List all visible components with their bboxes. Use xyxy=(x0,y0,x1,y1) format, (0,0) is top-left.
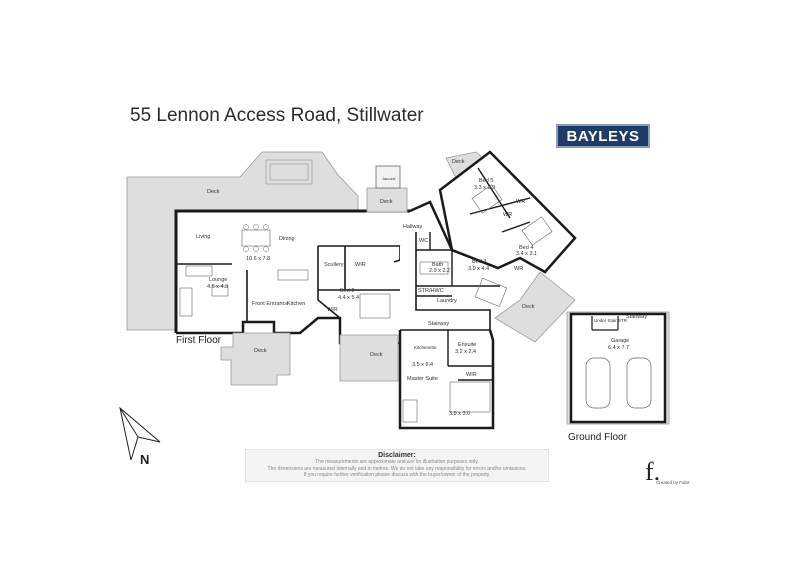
jacuzzi xyxy=(375,165,401,189)
master-wing-walls xyxy=(398,329,495,430)
label-dining: Dining xyxy=(279,236,295,242)
label-scullery: Scullery xyxy=(324,262,344,268)
car-right xyxy=(626,357,652,409)
label-deck-top: Deck xyxy=(207,189,220,195)
label-ensuite-size: 3.2 x 2.4 xyxy=(455,349,476,355)
jacuzzi-deck xyxy=(366,187,408,213)
label-kitchenette: Kitchenette xyxy=(414,345,437,350)
label-dining-size: 10.6 x 7.8 xyxy=(246,256,270,262)
label-master-size: 3.5 x 6.4 xyxy=(412,362,433,368)
label-str-hwc: STR/HWC xyxy=(418,288,444,294)
mid-deck xyxy=(339,334,399,382)
label-bed3-size: 3.9 x 4.4 xyxy=(468,266,489,272)
living-wing-walls xyxy=(174,209,410,333)
page-title: 55 Lennon Access Road, Stillwater xyxy=(130,105,424,126)
label-bed4-size: 3.4 x 3.1 xyxy=(516,251,537,257)
disclaimer-heading: Disclaimer: xyxy=(378,452,416,459)
label-master-suite: Master Suite xyxy=(407,376,438,382)
label-kitchen: Kitchen xyxy=(287,301,305,307)
label-wc: WC xyxy=(419,238,428,244)
disclaimer-line: If you require further verification plea… xyxy=(303,472,491,478)
car-left xyxy=(585,357,611,409)
label-jacuzzi: Jacuzzi xyxy=(382,176,395,181)
disclaimer-line: The measurements are approximate and are… xyxy=(315,459,479,465)
deck-area-top xyxy=(126,151,359,331)
fabit-logo: f. xyxy=(645,457,661,486)
label-bed5: Bed 5 xyxy=(479,178,493,184)
disclaimer-line: The dimensions are measured internally a… xyxy=(267,465,527,472)
label-lounge: Lounge xyxy=(209,277,227,283)
north-label: N xyxy=(140,452,150,467)
label-stairway-ground: Stairway xyxy=(626,314,647,320)
label-garage: Garage xyxy=(611,338,629,344)
label-laundry: Laundry xyxy=(437,298,457,304)
label-front-entrance: Front Entrance xyxy=(252,301,288,307)
label-ground-floor: Ground Floor xyxy=(568,432,628,443)
disclaimer-box: Disclaimer: The measurements are approxi… xyxy=(245,449,549,482)
label-living: Living xyxy=(196,234,210,240)
logo-text: BAYLEYS xyxy=(566,127,640,145)
label-wr3: WR xyxy=(514,266,523,272)
label-deck-front: Deck xyxy=(254,348,267,354)
label-garage-size: 6.4 x 7.7 xyxy=(608,345,629,351)
label-stairway-first: Stairway xyxy=(428,321,449,327)
label-bath-size: 2.9 x 2.2 xyxy=(429,268,450,274)
label-master-lower-size: 3.9 x 3.0 xyxy=(449,411,470,417)
label-wr2: WR xyxy=(503,212,512,218)
label-bed3: Bed 3 xyxy=(472,259,486,265)
label-bed4: Bed 4 xyxy=(519,245,533,251)
label-deck-jacuzzi: Deck xyxy=(380,199,393,205)
credit-text: Created by Fabit xyxy=(656,480,690,485)
label-deck-upper: Deck xyxy=(452,159,465,165)
label-deck-mid: Deck xyxy=(370,352,383,358)
bedroom-wing-floor xyxy=(400,208,520,428)
agency-logo: BAYLEYS xyxy=(556,124,650,148)
label-ensuite: Ensuite xyxy=(458,342,476,348)
label-bath: Bath xyxy=(432,262,443,268)
label-wir2: WIR xyxy=(327,307,338,313)
label-bed2: Bed 2 xyxy=(340,288,354,294)
living-wing-floor xyxy=(176,201,430,343)
label-under-stair: Under Stair STR xyxy=(594,318,628,323)
upper-wing-floor xyxy=(438,150,577,274)
label-deck-right: Deck xyxy=(522,304,535,310)
label-wir3: WIR xyxy=(466,372,477,378)
label-bed2-size: 4.4 x 5.4 xyxy=(338,295,359,301)
label-wir1: WIR xyxy=(355,262,366,268)
label-hallway: Hallway xyxy=(403,224,423,230)
label-bed5-size: 3.3 x 2.9 xyxy=(474,185,495,191)
label-wr1: WR xyxy=(516,199,525,205)
label-lounge-size: 4.5 x 4.3 xyxy=(207,284,228,290)
right-deck xyxy=(494,271,576,343)
front-deck xyxy=(220,332,291,386)
label-first-floor: First Floor xyxy=(176,335,222,346)
